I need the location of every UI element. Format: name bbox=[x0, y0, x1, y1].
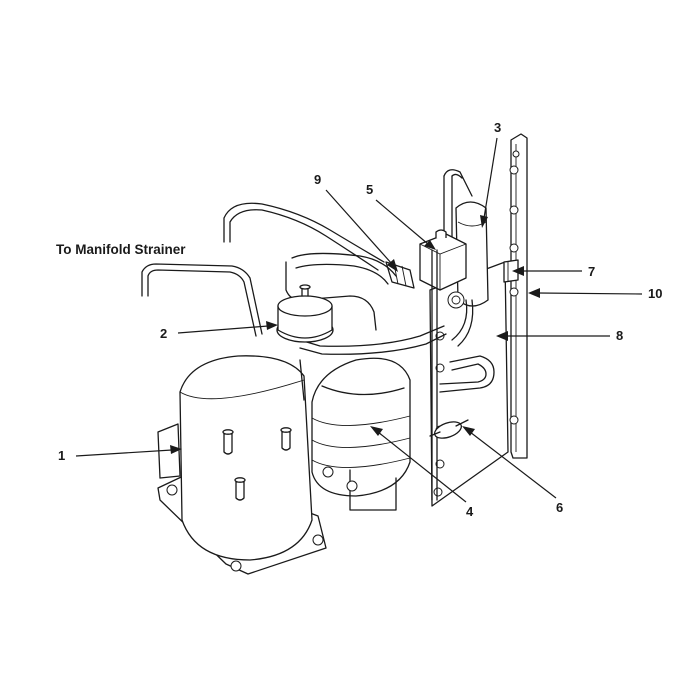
callout-label-7: 7 bbox=[588, 264, 595, 279]
callout-9: 9 bbox=[314, 172, 398, 272]
callout-label-5: 5 bbox=[366, 182, 373, 197]
callout-label-4: 4 bbox=[466, 504, 474, 519]
callout-4: 4 bbox=[370, 426, 474, 519]
compressor bbox=[157, 355, 327, 575]
callout-label-8: 8 bbox=[616, 328, 623, 343]
receiver-tank bbox=[443, 169, 489, 307]
callout-8: 8 bbox=[496, 328, 623, 343]
callout-5: 5 bbox=[366, 182, 436, 250]
callout-2: 2 bbox=[160, 321, 278, 341]
check-valve bbox=[429, 419, 469, 439]
callout-label-2: 2 bbox=[160, 326, 167, 341]
pressure-switch bbox=[503, 259, 519, 283]
callout-label-9: 9 bbox=[314, 172, 321, 187]
callout-1: 1 bbox=[58, 445, 182, 463]
callout-label-6: 6 bbox=[556, 500, 563, 515]
callout-label-10: 10 bbox=[648, 286, 662, 301]
condenser-coil bbox=[311, 357, 411, 511]
accumulator bbox=[276, 284, 334, 343]
callout-10: 10 bbox=[528, 286, 662, 301]
caption-to-manifold-strainer: To Manifold Strainer bbox=[56, 242, 186, 257]
callout-6: 6 bbox=[462, 426, 563, 515]
mounting-bracket bbox=[509, 133, 528, 459]
refrigerant-tubing bbox=[141, 202, 495, 501]
callout-7: 7 bbox=[512, 264, 595, 279]
callout-label-3: 3 bbox=[494, 120, 501, 135]
callout-label-1: 1 bbox=[58, 448, 65, 463]
callout-3: 3 bbox=[480, 120, 501, 228]
